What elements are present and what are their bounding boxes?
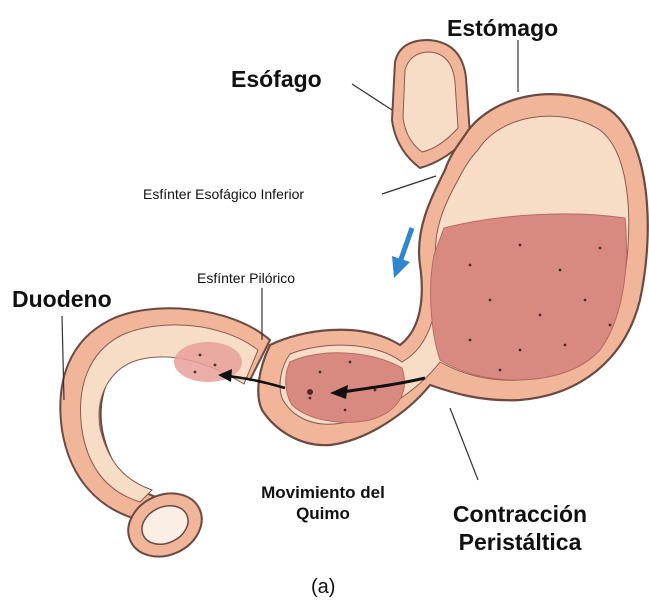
- peristalsis-arrow-head: [392, 256, 410, 278]
- chyme-movement-line1: Movimiento del: [228, 482, 418, 503]
- duodenum-label: Duodeno: [12, 286, 112, 313]
- stomach-label: Estómago: [447, 15, 558, 42]
- esophagus-lumen: [403, 52, 458, 152]
- chyme-movement-label: Movimiento del Quimo: [228, 482, 418, 524]
- esophagus-label: Esófago: [231, 66, 322, 93]
- chyme-movement-line2: Quimo: [228, 503, 418, 524]
- peristalsis-arrow: [400, 228, 412, 262]
- figure-caption: (a): [311, 576, 335, 599]
- peristalsis-label: Contracción Peristáltica: [432, 500, 608, 556]
- les-label: Esfínter Esofágico Inferior: [143, 186, 304, 202]
- peristalsis-line2: Peristáltica: [432, 528, 608, 556]
- peristalsis-line1: Contracción: [432, 500, 608, 528]
- pyloric-label: Esfínter Pilórico: [197, 270, 295, 286]
